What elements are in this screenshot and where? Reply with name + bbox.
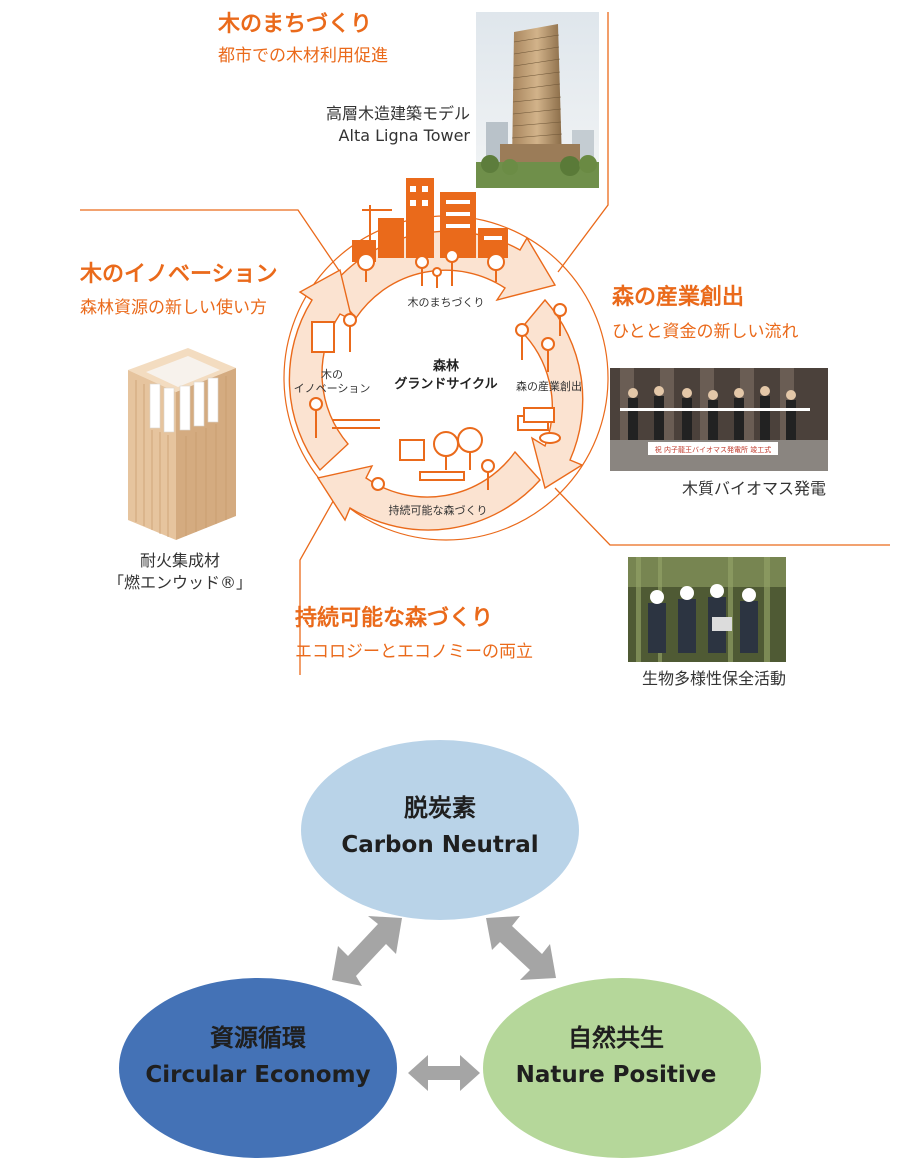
nature-jp: 自然共生 bbox=[568, 1024, 664, 1052]
industry-title: 森の産業創出 bbox=[612, 285, 745, 310]
machi-subtitle: 都市での木材利用促進 bbox=[218, 46, 388, 66]
cycle-label-right: 森の産業創出 bbox=[516, 379, 582, 393]
cycle-label-left-line1: 木の bbox=[321, 368, 343, 381]
machi-title: 木のまちづくり bbox=[218, 12, 373, 37]
biomass-photo: 祝 内子龍王バイオマス発電所 竣工式 bbox=[610, 368, 828, 471]
cycle-label-top: 木のまちづくり bbox=[408, 296, 485, 309]
innovation-subtitle: 森林資源の新しい使い方 bbox=[80, 298, 267, 318]
biodiversity-caption: 生物多様性保全活動 bbox=[641, 669, 786, 688]
cycle-label-left-line2: イノベーション bbox=[294, 382, 371, 395]
cycle-arrow-bottom bbox=[316, 450, 541, 531]
nature-en: Nature Positive bbox=[516, 1062, 717, 1088]
forest-title: 持続可能な森づくり bbox=[295, 606, 494, 631]
sustainability-diagram: 脱炭素 Carbon Neutral 資源循環 Circular Economy… bbox=[119, 740, 761, 1158]
cycle-center-line2: グランドサイクル bbox=[394, 376, 497, 392]
industry-illustration bbox=[515, 303, 567, 444]
carbon-jp: 脱炭素 bbox=[404, 794, 476, 822]
cycle-label-bottom: 持続可能な森づくり bbox=[389, 503, 488, 517]
carbon-en: Carbon Neutral bbox=[341, 832, 538, 858]
ellipse-carbon-neutral bbox=[301, 740, 579, 920]
cycle-center-line1: 森林 bbox=[433, 358, 459, 374]
arrow-diagonal-left bbox=[332, 916, 402, 986]
connector-bottom-right bbox=[554, 487, 890, 546]
timber-photo bbox=[118, 340, 246, 546]
ellipse-nature-positive bbox=[483, 978, 761, 1158]
material-caption-line2: 「燃エンウッド®」 bbox=[107, 572, 252, 592]
connector-top-left bbox=[80, 209, 341, 273]
tower-caption-line1: 高層木造建築モデル bbox=[325, 104, 470, 123]
forest-photo bbox=[628, 557, 786, 662]
industry-subtitle: ひとと資金の新しい流れ bbox=[612, 322, 799, 342]
city-illustration bbox=[352, 178, 508, 262]
biomass-banner-text: 祝 内子龍王バイオマス発電所 竣工式 bbox=[655, 445, 771, 454]
arrow-diagonal-right bbox=[486, 916, 556, 980]
circular-en: Circular Economy bbox=[145, 1062, 370, 1088]
material-caption: 耐火集成材 「燃エンウッド®」 bbox=[100, 550, 260, 593]
cycle-arrow-right bbox=[519, 298, 584, 490]
double-arrows bbox=[408, 1055, 480, 1091]
family-illustration bbox=[357, 249, 505, 288]
innovation-illustration bbox=[309, 313, 380, 438]
ellipse-circular-economy bbox=[119, 978, 397, 1158]
tower-caption-line2: Alta Ligna Tower bbox=[338, 125, 470, 145]
connector-top-right bbox=[557, 12, 609, 273]
tower-photo bbox=[476, 12, 599, 188]
grand-cycle-diagram: 森林 グランドサイクル 木のまちづくり 森の産業創出 持続可能な森づくり 木の … bbox=[283, 178, 609, 541]
biomass-caption: 木質バイオマス発電 bbox=[681, 479, 826, 498]
cycle-arrow-left bbox=[288, 268, 354, 472]
innovation-title: 木のイノベーション bbox=[80, 262, 278, 287]
connector-bottom-left bbox=[299, 479, 346, 675]
forest-subtitle: エコロジーとエコノミーの両立 bbox=[295, 642, 533, 662]
circular-jp: 資源循環 bbox=[210, 1024, 307, 1052]
forest-illustration bbox=[371, 427, 495, 491]
material-caption-line1: 耐火集成材 bbox=[139, 551, 220, 570]
tower-caption: 高層木造建築モデル Alta Ligna Tower bbox=[288, 103, 470, 146]
connector-lines bbox=[80, 12, 890, 675]
arrow-circular-nature bbox=[408, 1055, 480, 1091]
